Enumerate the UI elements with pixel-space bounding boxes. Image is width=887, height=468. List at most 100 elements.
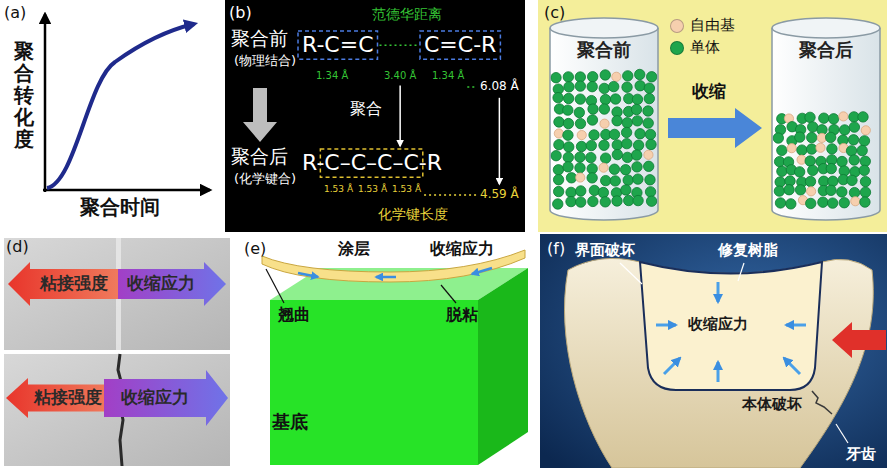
monomer-dot [609,164,619,174]
beaker-body [550,28,658,220]
process-arrow [243,88,277,142]
node-label: 粘接强度 [40,274,108,294]
bond-box [420,31,500,59]
arrow-shape [6,378,108,418]
monomer-dot [806,198,816,208]
monomer-dot [600,94,610,104]
monomer-dot [645,129,655,139]
beaker-outline [550,18,658,38]
monomer-dot [563,130,573,140]
monomer-dot [586,152,596,162]
monomer-dot [632,116,642,126]
leader-line [620,263,642,284]
monomer-dot [847,175,857,185]
monomer-dot [794,167,804,177]
monomer-dot [643,118,653,128]
monomer-dot [828,176,838,186]
monomer-dot [807,132,817,142]
monomer-dot [633,195,643,205]
monomer-dot [600,153,610,163]
beaker-body [772,28,880,220]
radical-dot [851,197,860,206]
monomer-dot [777,145,787,155]
monomer-dot [774,186,784,196]
monomer-dot [620,165,630,175]
axis-title: 聚合转化度 [14,40,34,150]
leader-line [836,424,848,443]
monomer-dot [600,175,610,185]
monomer-dot [784,185,794,195]
molecule-formula: C–C–C–C [324,150,418,175]
panel-background [225,0,525,232]
monomer-dot [837,187,847,197]
monomer-dot [819,113,829,123]
monomer-dot [622,118,632,128]
monomer-dot [839,198,849,208]
legend-entry: 自由基 [670,16,735,35]
beaker-vessel: 聚合前 [548,16,660,222]
monomer-dot [621,185,631,195]
decorations [298,31,500,195]
monomer-dot [805,156,815,166]
monomer-dot [646,72,656,82]
monomer-dot [828,114,838,124]
monomer-dot [588,104,598,114]
monomer-dot [644,83,654,93]
monomer-dot [837,156,847,166]
stress-arrow [786,324,806,327]
monomer-dot [635,81,645,91]
beaker-outline [550,28,658,220]
monomer-dot [553,165,563,175]
monomer-dot [587,115,597,125]
monomer-dot [839,125,849,135]
monomer-dot [575,94,585,104]
radical-dot [839,112,848,121]
monomer-dot [805,112,815,122]
bond-length: 1.53 Å [392,184,421,194]
monomer-dot [575,118,585,128]
monomer-dot [645,175,655,185]
radical-dot [576,173,585,182]
monomer-dot [554,139,564,149]
monomer-dot [860,197,870,207]
monomer-dot [575,152,585,162]
state-note: (物理结合) [234,54,296,69]
bond-length: 1.53 Å [358,184,387,194]
monomer-dot [553,92,563,102]
beaker-rim [550,18,658,38]
monomer-dot [786,199,796,209]
substrate-side [478,268,528,465]
monomer-dot [575,163,585,173]
molecule-formula: C=C-R [424,32,496,57]
monomer-dot [806,144,816,154]
monomer-dot [551,150,561,160]
process-label: 聚合 [350,100,382,118]
process-label: 收缩 [692,82,726,102]
node-label: 聚合后 [799,40,853,61]
resin-filling [640,262,822,390]
monomer-dot [563,162,573,172]
monomer-dot [554,117,564,127]
monomer-dot [599,140,609,150]
monomer-dot [622,152,632,162]
arrow-shape [104,370,228,426]
monomer-dot [860,176,870,186]
monomer-dot [857,145,867,155]
axis-title: 聚合时间 [80,196,160,219]
monomer-dot [587,81,597,91]
monomer-dot [598,187,608,197]
radical-dot [861,126,870,135]
arrow-shape [118,262,226,306]
beaker-outline [772,18,880,38]
leader-line [266,269,284,303]
monomer-dot [773,133,783,143]
node-label: 粘接强度 [34,388,102,408]
micrograph [4,354,230,466]
total-length: 4.59 Å [480,188,519,202]
load-arrow [832,322,886,358]
monomer-dot [563,105,573,115]
radical-dot [816,143,825,152]
state-label: 聚合后 [231,146,288,168]
monomer-dot [631,104,641,114]
